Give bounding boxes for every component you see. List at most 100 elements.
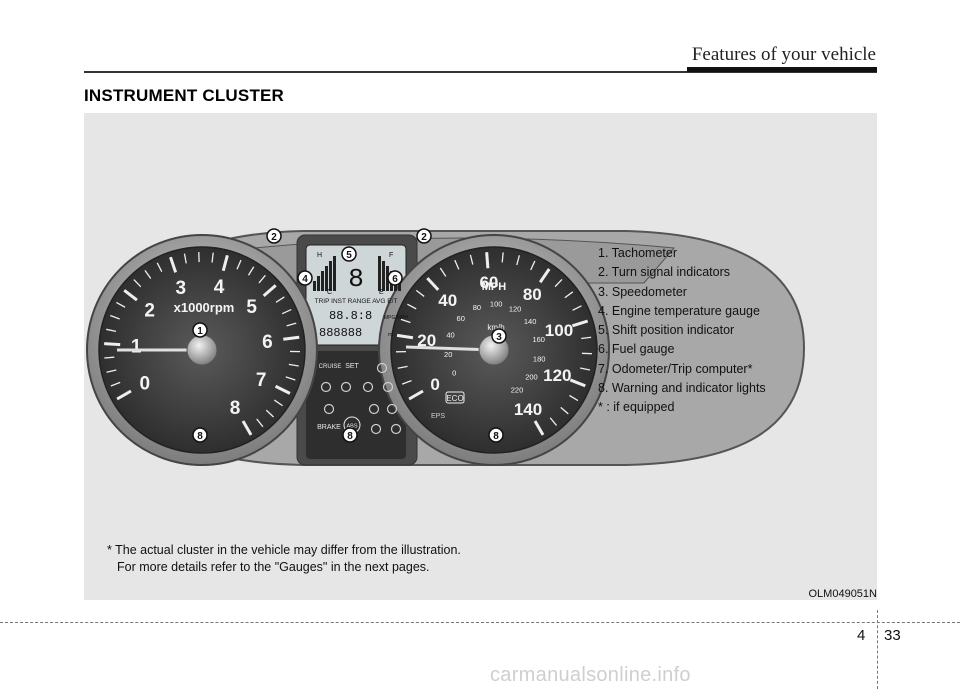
- tachometer-minor-tick: [285, 376, 296, 381]
- figure-note: * The actual cluster in the vehicle may …: [107, 542, 461, 576]
- speedometer-mph-label: 80: [523, 285, 542, 304]
- tachometer-minor-tick: [247, 266, 255, 276]
- speedometer-kmh-label: 220: [511, 385, 524, 394]
- temp-h-label: H: [317, 252, 322, 259]
- tachometer-major-tick: [221, 254, 229, 272]
- callout-temp-label: 4: [302, 274, 308, 285]
- speedometer-mph-label: 140: [514, 400, 542, 419]
- warning-light-icon: [323, 403, 335, 415]
- temp-bar: [313, 281, 316, 291]
- temp-bar: [321, 271, 324, 291]
- speedometer-minor-tick: [549, 417, 558, 426]
- speedometer-minor-tick: [469, 254, 474, 265]
- tachometer-minor-tick: [258, 274, 266, 284]
- warning-light-icon: [368, 403, 380, 415]
- callout-warn-left-label: 8: [197, 431, 203, 442]
- shift-position-digit: 8: [348, 264, 364, 294]
- callout-warn-left: [192, 427, 208, 443]
- tachometer-minor-tick: [281, 308, 292, 315]
- tachometer-minor-tick: [275, 296, 285, 303]
- callout-turn-right-label: 2: [421, 232, 427, 243]
- tachometer-label: 4: [214, 277, 225, 298]
- speedometer-minor-tick: [564, 291, 574, 299]
- tachometer-unit: x1000rpm: [174, 300, 235, 315]
- note-line: For more details refer to the "Gauges" i…: [117, 560, 430, 574]
- speedometer-mph-label: 0: [430, 375, 439, 394]
- speedometer-mph-label: 60: [479, 273, 498, 292]
- tachometer-major-tick: [262, 284, 277, 298]
- fuel-e-label: E: [379, 289, 384, 296]
- trip-mode-row: TRIP INST RANGE AVG E/T: [315, 298, 398, 305]
- footer-divider: [877, 610, 878, 689]
- speedometer-kmh-label: 200: [525, 372, 538, 381]
- tachometer-label: 1: [131, 336, 142, 357]
- warning-panel: [306, 351, 406, 459]
- speedometer-kmh-label: 40: [446, 331, 454, 340]
- legend-item: 8. Warning and indicator lights: [598, 381, 766, 396]
- legend-item: 7. Odometer/Trip computer*: [598, 361, 753, 376]
- callout-turn-right: [416, 228, 432, 244]
- legend-item: 5. Shift position indicator: [598, 323, 735, 338]
- note-line: * The actual cluster in the vehicle may …: [107, 543, 461, 557]
- odometer-digits: 888888: [319, 326, 362, 340]
- tachometer-minor-tick: [256, 418, 264, 428]
- set-indicator: SET: [345, 363, 359, 370]
- temp-c-label: C: [327, 289, 332, 296]
- speedometer-minor-tick: [530, 260, 536, 271]
- legend-item: 6. Fuel gauge: [598, 342, 675, 357]
- trip-unit: MPG/MPH: [384, 315, 408, 321]
- speedometer-minor-tick: [580, 367, 591, 371]
- speedometer-minor-tick: [415, 289, 425, 297]
- callout-warn-center: [342, 427, 358, 443]
- tachometer-minor-tick: [273, 399, 283, 407]
- page-title: INSTRUMENT CLUSTER: [84, 86, 285, 105]
- speedometer-major-tick: [396, 333, 414, 340]
- tachometer-label: 0: [140, 374, 151, 395]
- callout-speedo-label: 3: [496, 332, 502, 343]
- tachometer-minor-tick: [286, 322, 297, 327]
- tachometer-minor-tick: [211, 252, 214, 263]
- speedometer-kmh-label: 20: [444, 350, 452, 359]
- tachometer-major-tick: [241, 420, 253, 436]
- legend-item: 1. Tachometer: [598, 246, 677, 260]
- callout-tach-label: 1: [197, 326, 203, 337]
- header-rule: [84, 71, 877, 73]
- speedometer-mph-label: 120: [543, 366, 571, 385]
- speedometer-minor-tick: [501, 252, 504, 263]
- speedometer-kmh-label: 180: [533, 354, 546, 363]
- warning-light-icon: [370, 423, 382, 435]
- speedometer-major-tick: [533, 420, 545, 436]
- speedometer-mph-label: 40: [438, 291, 457, 310]
- tachometer-major-tick: [274, 384, 291, 395]
- callout-turn-left-label: 2: [271, 232, 277, 243]
- speedometer-mph-label: 100: [545, 321, 573, 340]
- temp-bar: [325, 266, 328, 291]
- speedometer-major-tick: [538, 268, 551, 284]
- image-code: OLM049051N: [808, 588, 878, 600]
- speedometer-minor-tick: [407, 303, 417, 310]
- tachometer-major-tick: [104, 342, 121, 347]
- tachometer-minor-tick: [156, 262, 163, 273]
- page-number: 33: [884, 627, 901, 644]
- tachometer-hub: [186, 334, 218, 366]
- speedometer-kmh-label: 0: [452, 369, 456, 378]
- callout-speedo: [491, 328, 507, 344]
- warning-light-icon: [390, 423, 402, 435]
- tachometer-minor-tick: [183, 253, 187, 264]
- warning-light-icon: [362, 381, 374, 393]
- warning-light-icon: [376, 362, 388, 374]
- callout-shift: [341, 246, 357, 262]
- speedometer-minor-tick: [516, 255, 520, 266]
- temp-bar: [329, 261, 332, 291]
- tachometer-minor-tick: [110, 314, 120, 320]
- fuel-bar: [398, 281, 401, 291]
- legend-item: 2. Turn signal indicators: [598, 265, 731, 280]
- fuel-f-label: F: [389, 252, 393, 259]
- callout-shift-label: 5: [346, 250, 352, 261]
- speedometer-minor-tick: [572, 305, 582, 311]
- speedometer-minor-tick: [454, 259, 460, 270]
- tachometer-minor-tick: [133, 279, 142, 288]
- speedometer-minor-tick: [569, 394, 579, 402]
- watermark: carmanualsonline.info: [490, 664, 691, 686]
- odometer-unit: mi.: [388, 332, 395, 338]
